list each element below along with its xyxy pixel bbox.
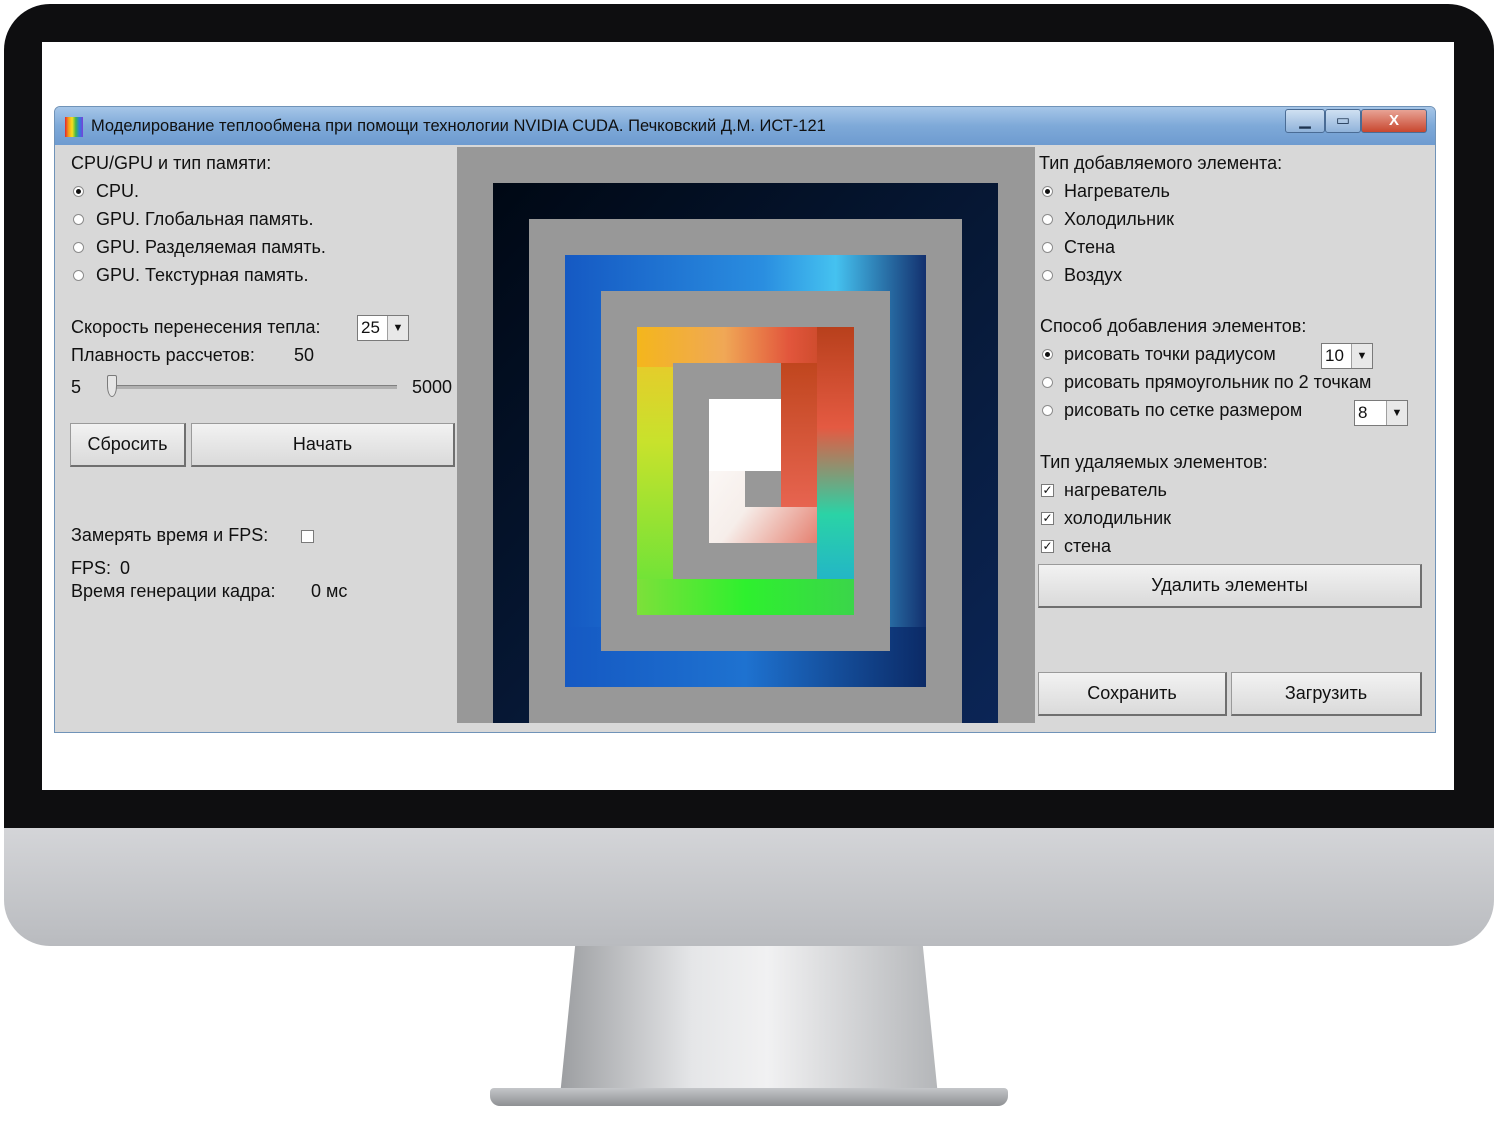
smoothness-value: 50 xyxy=(294,345,315,365)
radio-element-air-label[interactable]: Воздух xyxy=(1064,265,1123,285)
radio-element-heater-label[interactable]: Нагреватель xyxy=(1064,181,1170,201)
frame-time-label: Время генерации кадра: xyxy=(71,581,276,601)
checkbox-remove-wall[interactable]: ✓ xyxy=(1041,539,1054,553)
frame-time-value: 0 мс xyxy=(311,581,348,601)
radio-memory-shared-label[interactable]: GPU. Разделяемая память. xyxy=(96,237,326,257)
measure-label: Замерять время и FPS: xyxy=(71,525,269,545)
heat-map xyxy=(493,183,998,723)
chevron-down-icon[interactable]: ▼ xyxy=(1351,344,1372,368)
radio-method-rectangle-label[interactable]: рисовать прямоугольник по 2 точкам xyxy=(1064,372,1372,392)
radius-value: 10 xyxy=(1325,346,1344,365)
radio-memory-cpu[interactable] xyxy=(73,186,84,197)
save-button[interactable]: Сохранить xyxy=(1038,672,1227,716)
radio-element-heater[interactable] xyxy=(1042,186,1053,197)
radio-element-wall-label[interactable]: Стена xyxy=(1064,237,1116,257)
slider-max-label: 5000 xyxy=(412,377,453,397)
fps-label: FPS: xyxy=(71,558,112,578)
monitor-stand-base xyxy=(490,1088,1008,1106)
close-button[interactable]: X xyxy=(1361,109,1427,133)
window-title: Моделирование теплообмена при помощи тех… xyxy=(91,117,826,135)
radio-element-cooler[interactable] xyxy=(1042,214,1053,225)
radio-method-grid[interactable] xyxy=(1042,405,1053,416)
heat-speed-label: Скорость перенесения тепла: xyxy=(71,317,321,337)
radio-method-grid-label[interactable]: рисовать по сетке размером xyxy=(1064,400,1303,420)
radio-element-wall[interactable] xyxy=(1042,242,1053,253)
radio-memory-cpu-label[interactable]: CPU. xyxy=(96,181,140,201)
radio-memory-texture-label[interactable]: GPU. Текстурная память. xyxy=(96,265,309,285)
smoothness-slider-track[interactable] xyxy=(111,385,397,389)
radio-memory-shared[interactable] xyxy=(73,242,84,253)
minimize-button[interactable]: ▁ xyxy=(1285,109,1325,133)
checkbox-remove-cooler[interactable]: ✓ xyxy=(1041,511,1054,525)
checkbox-remove-wall-label[interactable]: стена xyxy=(1064,536,1112,556)
app-window: Моделирование теплообмена при помощи тех… xyxy=(54,106,1436,733)
checkbox-remove-cooler-label[interactable]: холодильник xyxy=(1064,508,1172,528)
smoothness-label: Плавность рассчетов: xyxy=(71,345,255,365)
radio-element-cooler-label[interactable]: Холодильник xyxy=(1064,209,1175,229)
grid-size-combo[interactable]: 8 ▼ xyxy=(1354,400,1408,426)
radio-method-points[interactable] xyxy=(1042,349,1053,360)
radio-memory-texture[interactable] xyxy=(73,270,84,281)
slider-min-label: 5 xyxy=(71,377,82,397)
checkbox-remove-heater[interactable]: ✓ xyxy=(1041,483,1054,497)
app-icon xyxy=(65,117,83,137)
radio-method-rectangle[interactable] xyxy=(1042,377,1053,388)
fps-value: 0 xyxy=(120,558,131,578)
element-type-heading: Тип добавляемого элемента: xyxy=(1039,153,1283,173)
remove-elements-button[interactable]: Удалить элементы xyxy=(1038,564,1422,608)
radius-combo[interactable]: 10 ▼ xyxy=(1321,343,1373,369)
grid-size-value: 8 xyxy=(1358,403,1368,422)
radio-memory-global[interactable] xyxy=(73,214,84,225)
client-area: CPU/GPU и тип памяти: CPU. GPU. Глобальн… xyxy=(63,147,1427,723)
radio-method-points-label[interactable]: рисовать точки радиусом xyxy=(1064,344,1276,364)
heat-speed-combo[interactable]: 25 ▼ xyxy=(357,315,409,341)
maximize-button[interactable]: ▭ xyxy=(1325,109,1361,133)
memory-heading: CPU/GPU и тип памяти: xyxy=(71,153,272,173)
title-bar[interactable]: Моделирование теплообмена при помощи тех… xyxy=(55,107,1435,145)
heat-speed-value: 25 xyxy=(361,318,380,337)
radio-memory-global-label[interactable]: GPU. Глобальная память. xyxy=(96,209,314,229)
chevron-down-icon[interactable]: ▼ xyxy=(1386,401,1407,425)
chevron-down-icon[interactable]: ▼ xyxy=(387,316,408,340)
load-button[interactable]: Загрузить xyxy=(1231,672,1422,716)
simulation-canvas[interactable] xyxy=(457,147,1035,723)
start-button[interactable]: Начать xyxy=(191,423,455,467)
radio-element-air[interactable] xyxy=(1042,270,1053,281)
remove-heading: Тип удаляемых элементов: xyxy=(1040,452,1268,472)
measure-checkbox[interactable] xyxy=(301,530,314,543)
monitor-chin xyxy=(4,828,1494,946)
add-method-heading: Способ добавления элементов: xyxy=(1040,316,1307,336)
checkbox-remove-heater-label[interactable]: нагреватель xyxy=(1064,480,1167,500)
smoothness-slider-thumb[interactable] xyxy=(107,375,117,397)
monitor-stand-neck xyxy=(560,946,938,1096)
reset-button[interactable]: Сбросить xyxy=(70,423,186,467)
